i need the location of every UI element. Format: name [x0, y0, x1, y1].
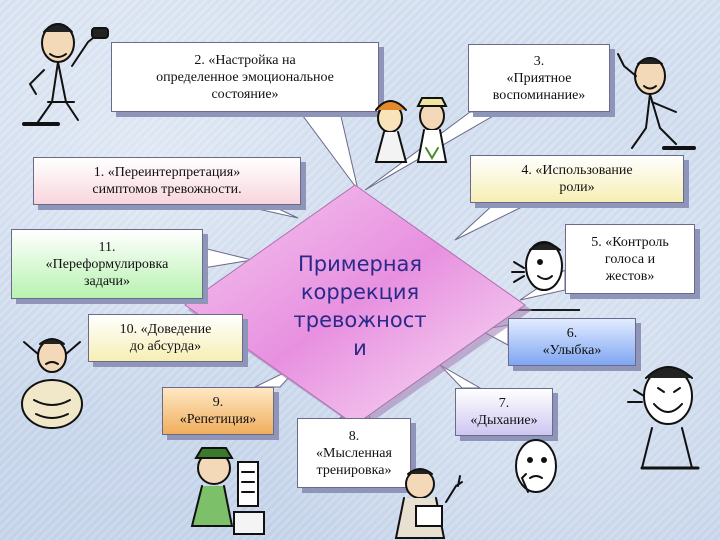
step-1-line1: 1. «Переинтерпретация»: [93, 165, 241, 180]
step-5-line1: 5. «Контроль: [591, 234, 669, 250]
laughing-man-icon: [627, 366, 700, 470]
step-box-5: 5. «Контроль голоса и жестов»: [565, 224, 695, 294]
step-box-3: 3. «Приятное воспоминание»: [468, 44, 610, 112]
step-8-line3: тренировка»: [316, 462, 392, 478]
step-1-line2: симптомов тревожности.: [92, 182, 242, 197]
step-2-line1: 2. «Настройка на: [194, 52, 296, 68]
step-4-line2: роли»: [559, 180, 595, 195]
step-6-line2: «Улыбка»: [542, 343, 602, 358]
pointer-b1: [239, 204, 299, 219]
step-7-line2: «Дыхание»: [470, 413, 538, 428]
step-box-2: 2. «Настройка на определенное эмоциональ…: [111, 42, 379, 112]
step-6-line1: 6.: [566, 326, 578, 341]
step-box-7: 7. «Дыхание»: [455, 388, 553, 436]
step-3-line3: воспоминание»: [492, 87, 586, 103]
thinking-head-icon: [515, 439, 557, 493]
couple-icon: [374, 97, 448, 163]
worried-man-icon: [21, 338, 83, 429]
step-3-line1: 3.: [533, 53, 545, 69]
step-2-line2: определенное эмоциональное: [156, 69, 334, 85]
step-8-line1: 8.: [348, 428, 360, 444]
talking-head-icon: [511, 241, 563, 291]
step-5-line2: голоса и: [604, 251, 656, 267]
step-8-line2: «Мысленная: [316, 445, 392, 461]
sign-man-icon: [190, 447, 265, 535]
step-box-9: 9. «Репетиция»: [162, 387, 274, 435]
pointer-b2: [299, 111, 359, 191]
pointer-b11: [202, 247, 253, 269]
pointer-b4: [454, 202, 531, 241]
step-11-line2: «Переформулировка: [45, 256, 169, 272]
step-box-8: 8. «Мысленная тренировка»: [297, 418, 411, 488]
waving-man-icon: [617, 53, 696, 150]
step-10-line2: до абсурда»: [129, 339, 202, 354]
step-7-line1: 7.: [498, 396, 510, 411]
step-11-line3: задачи»: [83, 273, 131, 289]
step-5-line3: жестов»: [605, 268, 655, 284]
step-10-line1: 10. «Доведение: [119, 322, 212, 337]
step-3-line2: «Приятное: [506, 70, 572, 86]
step-9-line2: «Репетиция»: [179, 412, 257, 427]
reading-man-icon: [394, 468, 463, 539]
step-box-11: 11. «Переформулировка задачи»: [11, 229, 203, 299]
step-11-line1: 11.: [98, 239, 116, 255]
step-box-4: 4. «Использование роли»: [470, 155, 684, 203]
phone-man-icon: [22, 23, 109, 126]
center-label: Примерная коррекция тревожност и: [293, 252, 427, 360]
step-box-10: 10. «Доведение до абсурда»: [88, 314, 243, 362]
step-4-line1: 4. «Использование: [521, 163, 633, 178]
step-9-line1: 9.: [212, 395, 224, 410]
step-box-6: 6. «Улыбка»: [508, 318, 636, 366]
step-2-line3: состояние»: [211, 86, 279, 102]
step-box-1: 1. «Переинтерпретация» симптомов тревожн…: [33, 157, 301, 205]
